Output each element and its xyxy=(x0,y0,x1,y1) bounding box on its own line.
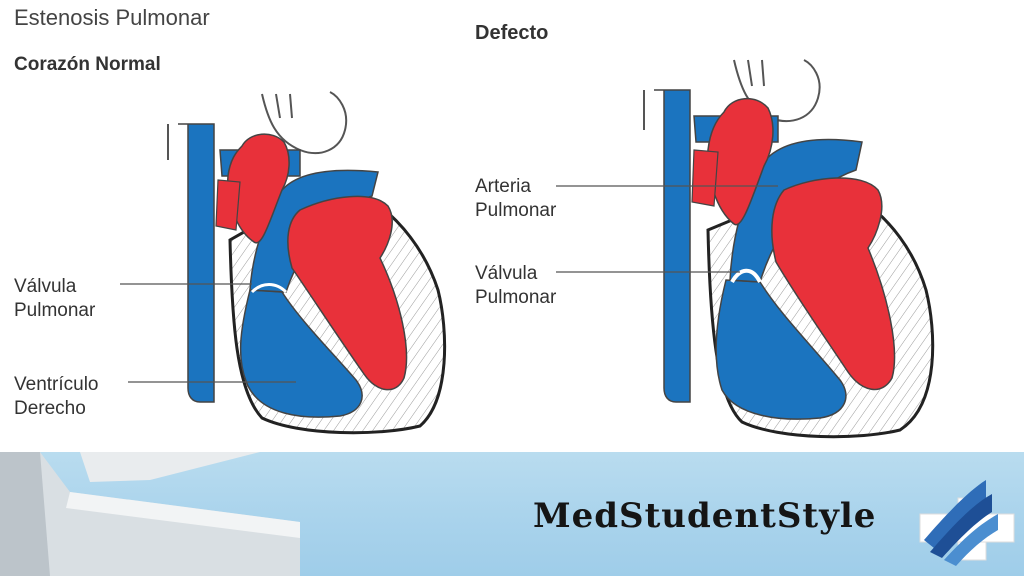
label-normal-ventricle: Ventrículo Derecho xyxy=(14,374,99,419)
brand-name: MedStudentStyle xyxy=(533,496,877,536)
defect-heart xyxy=(643,59,935,439)
normal-heart xyxy=(167,91,447,435)
defect-right-ventricle xyxy=(715,279,847,420)
footer-banner xyxy=(0,452,1024,576)
normal-left-atrium xyxy=(227,133,290,244)
label-defect-artery: Arteria Pulmonar xyxy=(475,176,557,221)
label-normal-valve: Válvula Pulmonar xyxy=(14,276,96,321)
building-graphic xyxy=(0,452,300,576)
defect-left-ventricle xyxy=(771,177,896,391)
normal-heading: Corazón Normal xyxy=(14,54,161,75)
defect-left-atrium xyxy=(707,98,774,226)
normal-left-ventricle xyxy=(287,195,408,391)
defect-vena-cava xyxy=(654,89,691,403)
label-defect-valve: Válvula Pulmonar xyxy=(475,263,557,308)
normal-vena-cava xyxy=(178,123,215,403)
defect-heading: Defecto xyxy=(475,22,549,44)
page-title: Estenosis Pulmonar xyxy=(14,5,210,30)
normal-right-ventricle xyxy=(239,289,363,418)
